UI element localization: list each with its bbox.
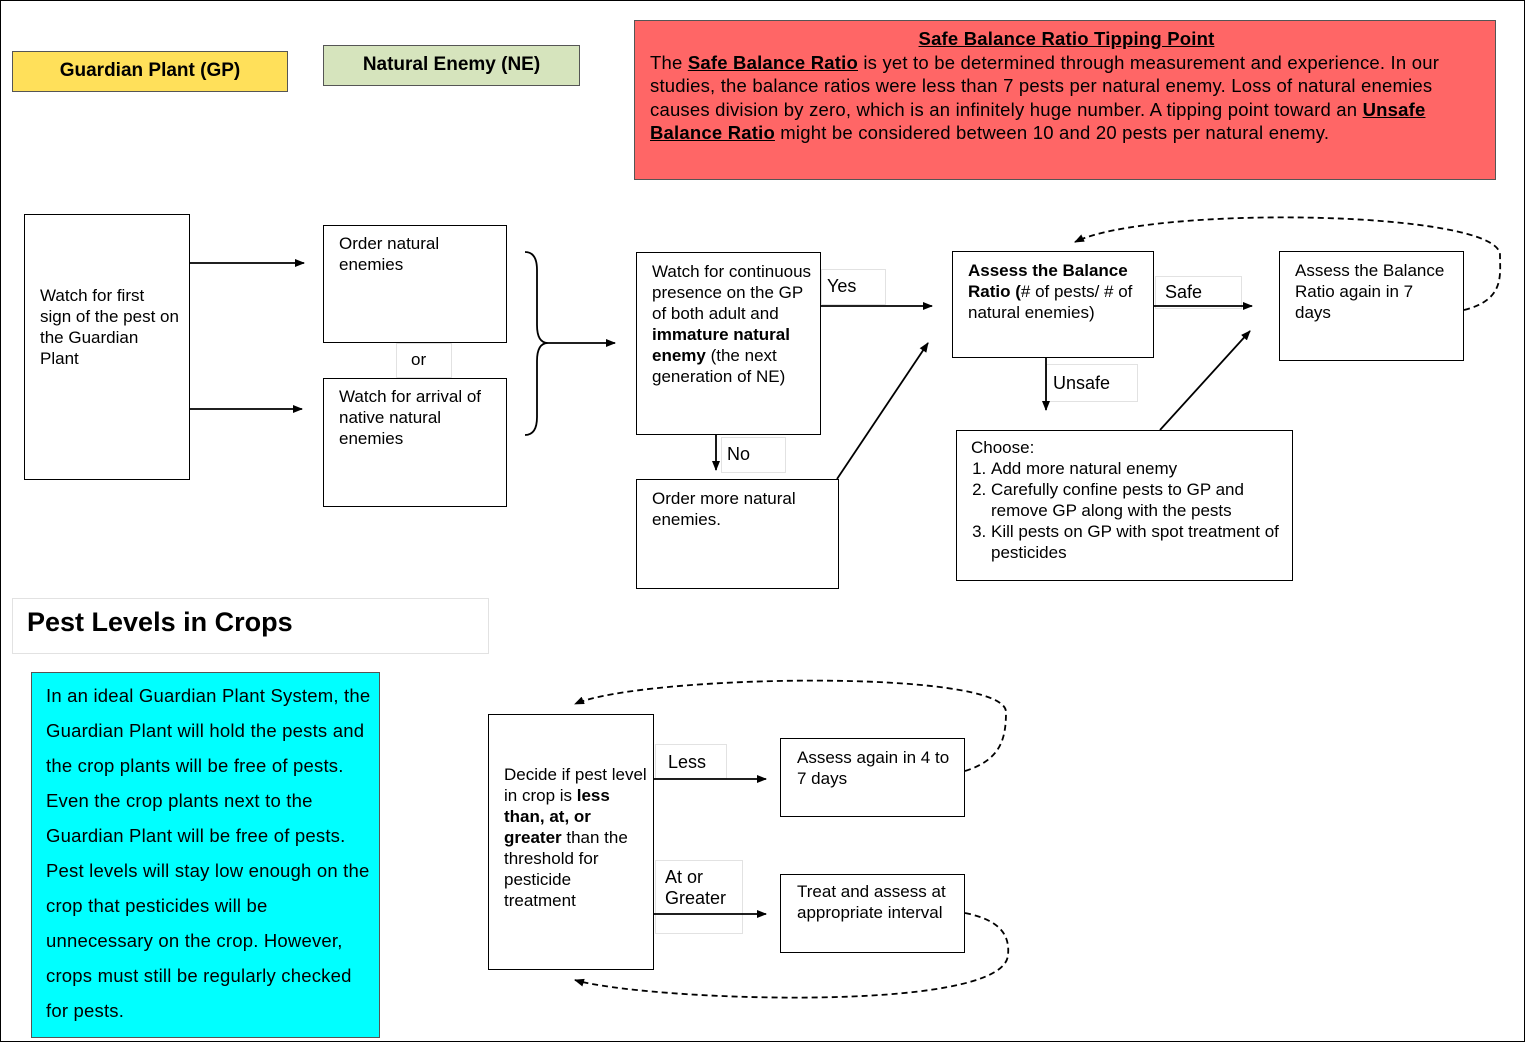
assess-again-7-days-box: Assess the Balance Ratio again in 7 days bbox=[1279, 251, 1464, 361]
treat-assess-box: Treat and assess at appropriate interval bbox=[780, 874, 965, 953]
order-natural-enemies-box: Order natural enemies bbox=[323, 225, 507, 343]
order-natural-enemies-text: Order natural enemies bbox=[339, 234, 440, 274]
arrow-choose-to-assess-again bbox=[1159, 330, 1251, 431]
decide-text-bold: less than, at, or greater bbox=[504, 786, 610, 847]
brace bbox=[524, 251, 549, 436]
ideal-system-box: In an ideal Guardian Plant System, the G… bbox=[31, 672, 380, 1038]
at-or-greater-text: At or Greater bbox=[665, 867, 727, 908]
watch-continuous-text-2: (the next generation of NE) bbox=[652, 346, 786, 386]
no-text: No bbox=[727, 444, 751, 464]
watch-native-box: Watch for arrival of native natural enem… bbox=[323, 378, 507, 507]
watch-native-text: Watch for arrival of native natural enem… bbox=[339, 387, 482, 448]
order-more-text: Order more natural enemies. bbox=[652, 489, 796, 529]
legend-guardian-plant-label: Guardian Plant (GP) bbox=[59, 60, 241, 81]
safe-text: Safe bbox=[1165, 282, 1203, 302]
yes-label: Yes bbox=[821, 269, 886, 305]
assess-4-7-days-text: Assess again in 4 to 7 days bbox=[797, 748, 950, 788]
no-label: No bbox=[721, 437, 786, 473]
legend-guardian-plant: Guardian Plant (GP) bbox=[12, 51, 288, 92]
choose-list: Add more natural enemy Carefully confine… bbox=[971, 458, 1284, 563]
less-text: Less bbox=[668, 752, 707, 772]
yes-text: Yes bbox=[827, 276, 857, 296]
dashed-loop-7-days bbox=[1074, 216, 1502, 311]
at-or-greater-label: At or Greater bbox=[655, 860, 743, 934]
unsafe-balance-ratio-term: Unsafe Balance Ratio bbox=[650, 98, 1426, 144]
dashed-loop-4-7-days bbox=[574, 679, 1007, 772]
tipping-point-text: The Safe Balance Ratio is yet to be dete… bbox=[650, 51, 1483, 145]
unsafe-text: Unsafe bbox=[1053, 373, 1111, 393]
tipping-point-title: Safe Balance Ratio Tipping Point bbox=[918, 28, 1215, 49]
assess-again-7-days-text: Assess the Balance Ratio again in 7 days bbox=[1295, 261, 1445, 322]
pest-levels-heading: Pest Levels in Crops bbox=[27, 607, 293, 637]
legend-natural-enemy: Natural Enemy (NE) bbox=[323, 45, 580, 86]
watch-first-sign-text: Watch for first sign of the pest on the … bbox=[40, 286, 179, 368]
assess-balance-ratio-box: Assess the Balance Ratio (# of pests/ # … bbox=[952, 251, 1154, 358]
pest-levels-heading-box: Pest Levels in Crops bbox=[12, 598, 489, 654]
choose-item: Kill pests on GP with spot treatment of … bbox=[991, 521, 1284, 563]
decide-text-2: than the threshold for pesticide treatme… bbox=[504, 828, 628, 910]
tipping-point-box: Safe Balance Ratio Tipping Point The Saf… bbox=[634, 20, 1496, 180]
choose-item: Carefully confine pests to GP and remove… bbox=[991, 479, 1284, 521]
watch-continuous-box: Watch for continuous presence on the GP … bbox=[636, 252, 821, 435]
choose-title: Choose: bbox=[971, 438, 1035, 457]
ideal-system-text: In an ideal Guardian Plant System, the G… bbox=[46, 685, 371, 1021]
choose-box: Choose: Add more natural enemy Carefully… bbox=[956, 430, 1293, 581]
watch-first-sign-box: Watch for first sign of the pest on the … bbox=[24, 214, 190, 480]
legend-natural-enemy-label: Natural Enemy (NE) bbox=[362, 54, 541, 75]
choose-item: Add more natural enemy bbox=[991, 458, 1284, 479]
dashed-loop-treat bbox=[574, 912, 1010, 999]
assess-balance-ratio-rest: # of pests/ # of natural enemies) bbox=[968, 282, 1133, 322]
assess-balance-ratio-bold: Assess the Balance Ratio ( bbox=[968, 261, 1128, 301]
arrow-order-more-to-assess bbox=[836, 342, 929, 480]
or-label: or bbox=[396, 343, 452, 378]
safe-label: Safe bbox=[1155, 276, 1242, 309]
tipping-text-2: is yet to be determined through measurem… bbox=[650, 51, 1440, 120]
decide-pest-level-box: Decide if pest level in crop is less tha… bbox=[488, 714, 654, 970]
treat-assess-text: Treat and assess at appropriate interval bbox=[797, 882, 946, 922]
tipping-text-1: The bbox=[650, 51, 688, 73]
decide-text-1: Decide if pest level in crop is bbox=[504, 765, 647, 805]
watch-continuous-text-bold: immature natural enemy bbox=[652, 325, 790, 365]
order-more-box: Order more natural enemies. bbox=[636, 479, 839, 589]
safe-balance-ratio-term: Safe Balance Ratio bbox=[687, 51, 858, 73]
watch-continuous-text-1: Watch for continuous presence on the GP … bbox=[652, 262, 812, 323]
or-text: or bbox=[411, 350, 427, 369]
tipping-text-3: might be considered between 10 and 20 pe… bbox=[774, 122, 1330, 143]
assess-4-7-days-box: Assess again in 4 to 7 days bbox=[780, 738, 965, 817]
